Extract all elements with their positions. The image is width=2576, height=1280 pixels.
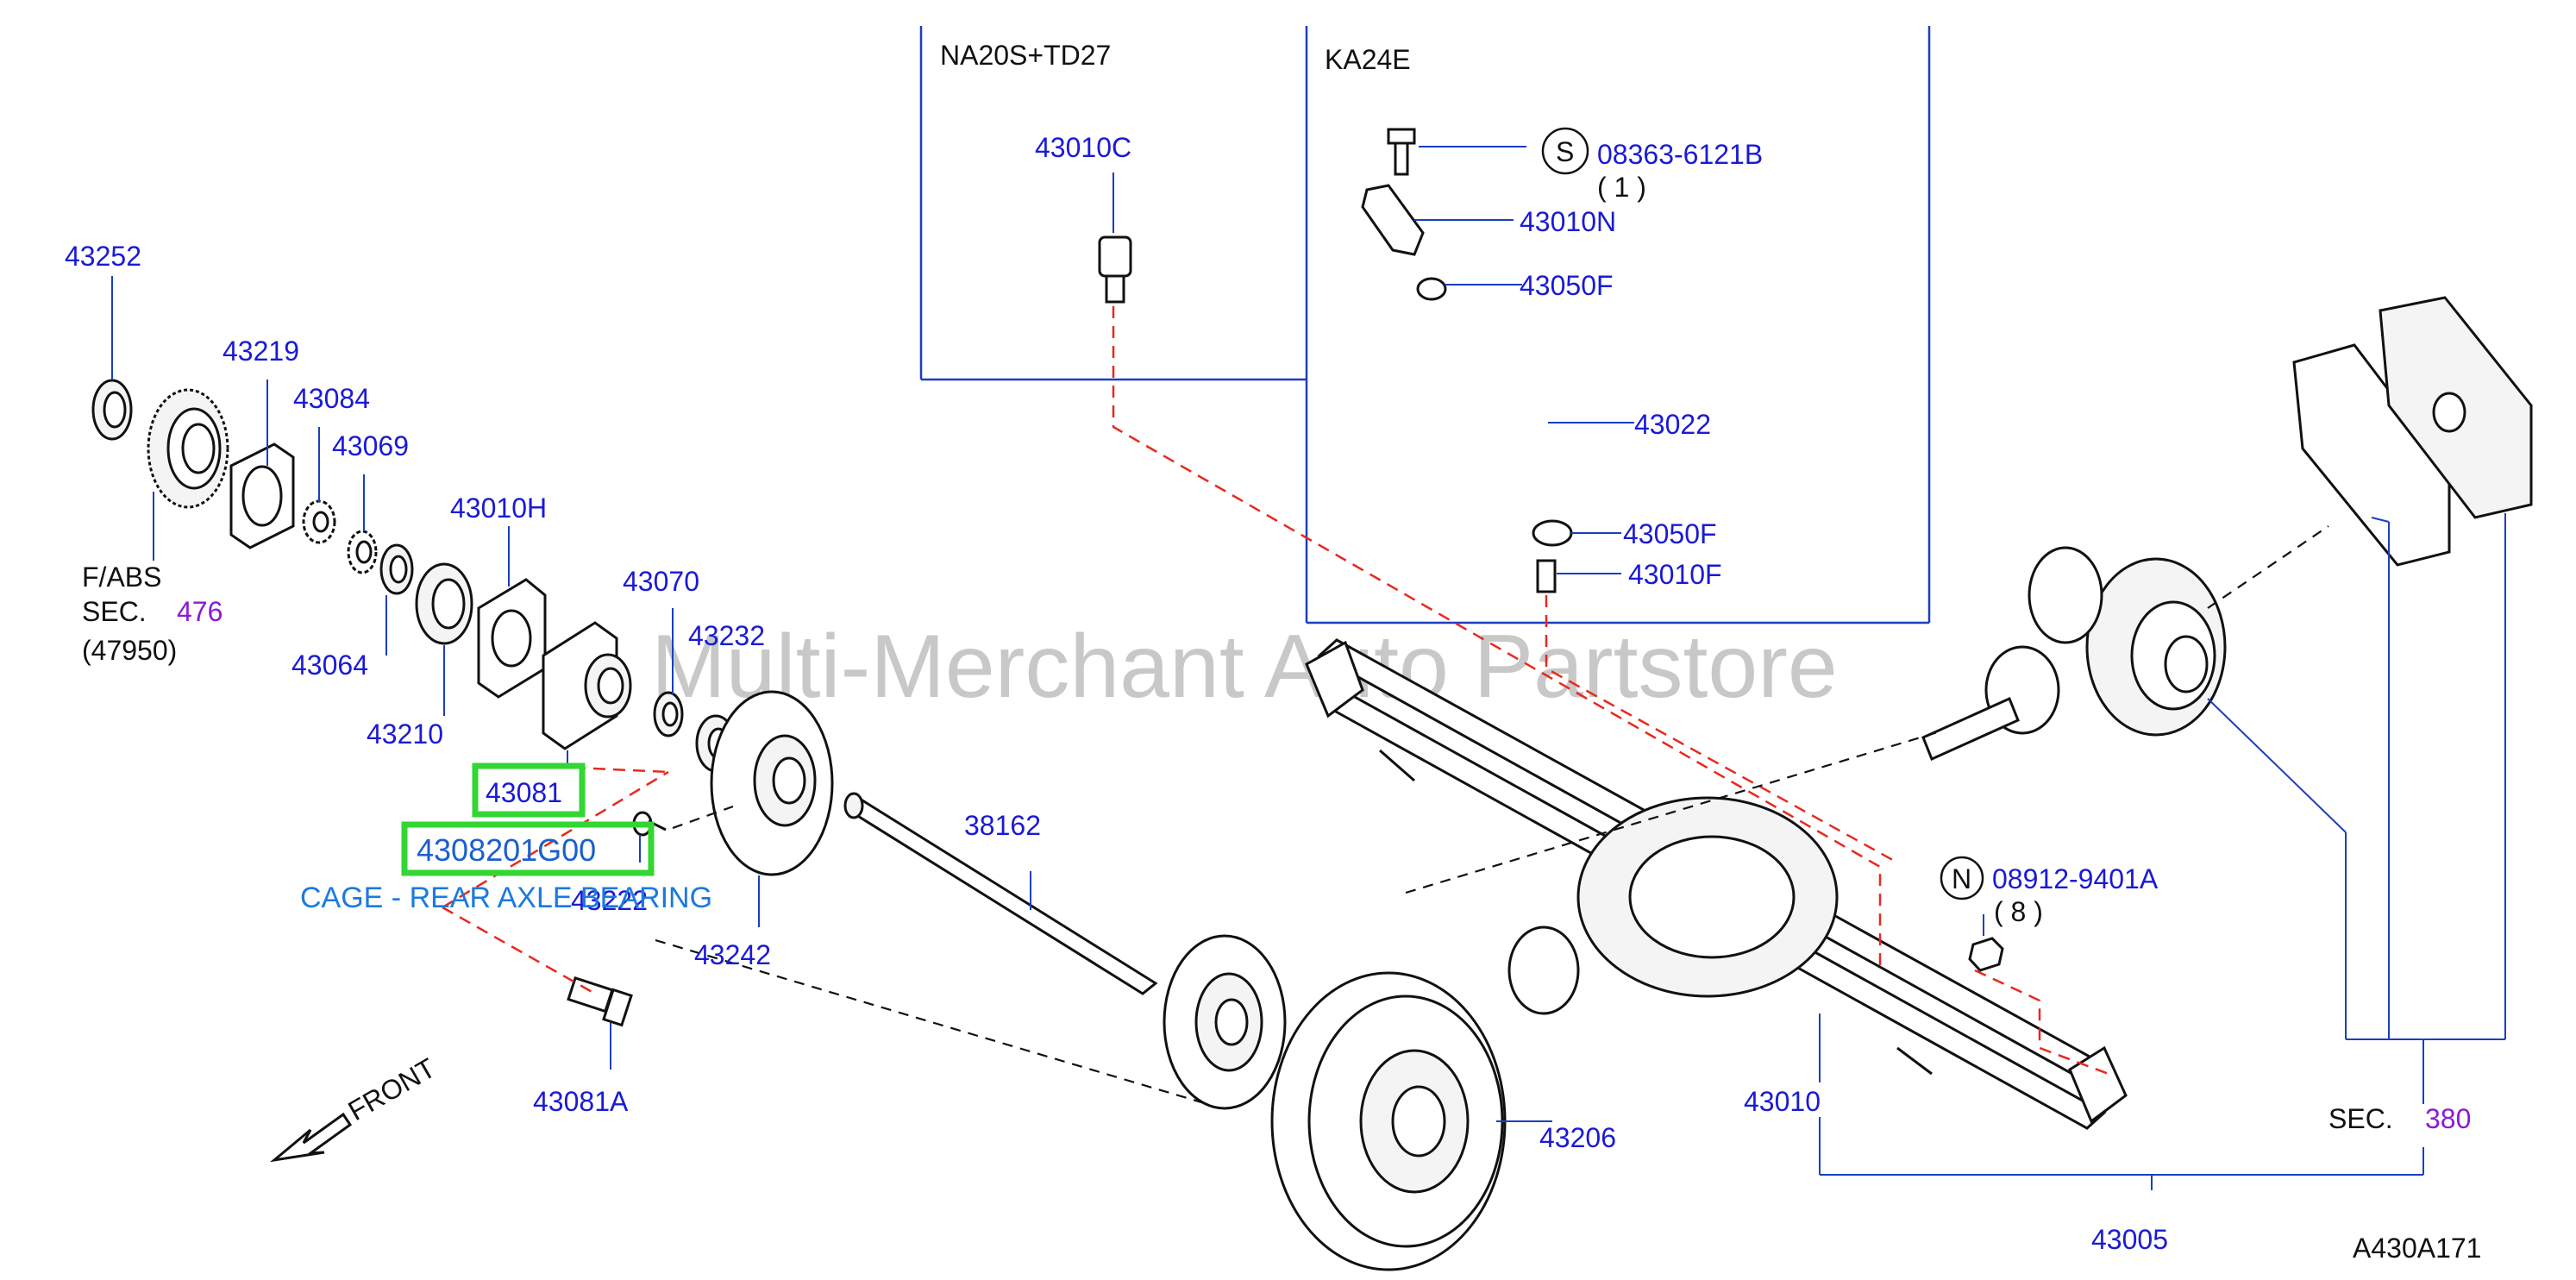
- hose-43022[interactable]: [1424, 294, 1552, 514]
- label-43206[interactable]: 43206: [1539, 1122, 1616, 1153]
- label-43022[interactable]: 43022: [1634, 409, 1711, 440]
- axle-shaft-38162[interactable]: [843, 792, 1287, 1110]
- label-43252[interactable]: 43252: [65, 241, 141, 272]
- differential-carrier[interactable]: [1921, 546, 2227, 762]
- clip-43050F-upper[interactable]: [1416, 277, 1447, 301]
- brake-drum-43206[interactable]: [1270, 971, 1507, 1271]
- bearing-43210[interactable]: [415, 562, 473, 645]
- label-43010[interactable]: 43010: [1744, 1086, 1821, 1117]
- inset-frames: [919, 26, 1931, 624]
- sec-left-number[interactable]: 476: [177, 596, 223, 627]
- leader-lines: [111, 146, 2506, 1190]
- diagram-code: A430A171: [2353, 1233, 2481, 1264]
- lock-washer-43069[interactable]: [347, 530, 378, 574]
- axle-housing-43010[interactable]: [1305, 638, 2128, 1130]
- fabs-ref: F/ABS: [82, 562, 161, 593]
- label-43081A[interactable]: 43081A: [533, 1086, 629, 1117]
- black-dashed-lines: [655, 525, 2329, 1106]
- label-38162[interactable]: 38162: [964, 810, 1041, 841]
- backing-plate-43242[interactable]: [710, 690, 834, 876]
- qty-08363: ( 1 ): [1597, 172, 1646, 203]
- highlight-43081[interactable]: 43081: [472, 762, 586, 818]
- bolt-43081A[interactable]: [567, 976, 633, 1027]
- label-43219[interactable]: 43219: [223, 336, 299, 367]
- label-43222[interactable]: 43222: [571, 885, 648, 916]
- label-43210[interactable]: 43210: [367, 718, 443, 750]
- oil-seal-43252[interactable]: [91, 379, 133, 441]
- abs-sensor-rotor[interactable]: [147, 388, 229, 509]
- sec-left-paren: (47950): [82, 635, 177, 666]
- diff-cover[interactable]: [2379, 296, 2533, 519]
- sec-left-label: SEC.: [82, 596, 147, 627]
- front-label: FRONT: [343, 1052, 441, 1126]
- label-43050F-upper[interactable]: 43050F: [1520, 270, 1614, 301]
- label-08363[interactable]: 08363-6121B: [1597, 139, 1763, 170]
- breather-43010C[interactable]: [1098, 235, 1132, 304]
- highlight-4308201G00[interactable]: 4308201G00: [401, 821, 655, 876]
- label-43069[interactable]: 43069: [332, 430, 409, 461]
- diff-gasket[interactable]: [2292, 343, 2451, 567]
- clip-43050F-lower[interactable]: [1532, 519, 1573, 547]
- inset-title-ka24e: KA24E: [1325, 44, 1411, 75]
- label-43010C[interactable]: 43010C: [1035, 132, 1131, 163]
- label-43232[interactable]: 43232: [688, 620, 765, 651]
- sec-right-label: SEC.: [2328, 1103, 2393, 1134]
- sec-right-number[interactable]: 380: [2425, 1103, 2471, 1134]
- n-badge-letter: N: [1952, 863, 1971, 894]
- label-43084[interactable]: 43084: [293, 383, 370, 414]
- nut-08912[interactable]: [1968, 937, 2004, 972]
- n-badge: N: [1940, 856, 1984, 900]
- inset-title-na20s: NA20S+TD27: [940, 40, 1111, 71]
- label-43010F[interactable]: 43010F: [1628, 559, 1722, 590]
- breather-43010F[interactable]: [1536, 559, 1557, 593]
- lock-washer-43084[interactable]: [302, 499, 336, 544]
- highlight-full-part-no: 4308201G00: [417, 832, 596, 868]
- label-43070[interactable]: 43070: [623, 566, 699, 597]
- label-43010N[interactable]: 43010N: [1520, 206, 1616, 237]
- cage-43081[interactable]: [542, 621, 632, 750]
- label-43005[interactable]: 43005: [2091, 1224, 2168, 1255]
- label-08912[interactable]: 08912-9401A: [1992, 863, 2159, 894]
- s-badge-letter: S: [1556, 136, 1574, 167]
- highlight-caption: CAGE - REAR AXLE BEARING: [300, 882, 712, 914]
- label-43064[interactable]: 43064: [291, 649, 368, 681]
- bolt-08363[interactable]: [1387, 128, 1416, 176]
- label-43050F-lower[interactable]: 43050F: [1623, 518, 1717, 549]
- qty-08912: ( 8 ): [1994, 896, 2043, 927]
- gasket-43219[interactable]: [229, 442, 295, 549]
- label-43242[interactable]: 43242: [694, 939, 771, 970]
- bracket-43010N[interactable]: [1361, 184, 1425, 256]
- label-43010H[interactable]: 43010H: [450, 493, 547, 524]
- spacer-43064[interactable]: [379, 543, 414, 595]
- plate-43010H[interactable]: [477, 578, 547, 699]
- oil-seal-43070[interactable]: [653, 691, 684, 737]
- front-arrow: FRONT: [269, 1052, 441, 1163]
- red-dashed-lines: [442, 306, 2109, 1076]
- highlight-part-no: 43081: [486, 777, 562, 808]
- s-badge: S: [1541, 127, 1589, 175]
- watermark: Multi-Merchant Auto Partstore: [651, 617, 1838, 717]
